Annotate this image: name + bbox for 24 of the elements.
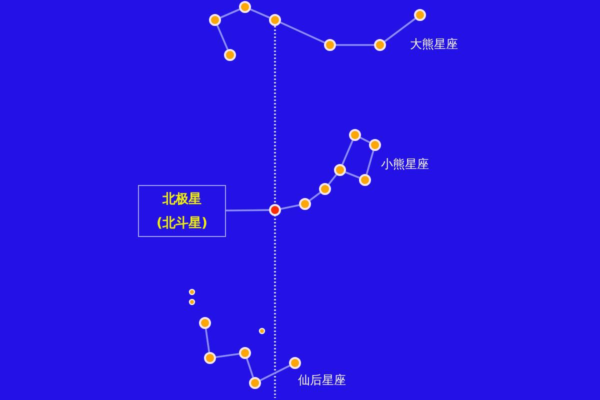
leader-line [226,209,269,212]
constellation-line [342,140,354,165]
star-name: 北极星 [162,191,202,208]
constellation-line [280,22,325,44]
constellation-line [216,352,240,358]
star-name: (北斗星) [156,215,208,232]
constellation-line [204,328,210,352]
constellation-line [360,136,370,144]
label-box [138,185,226,237]
constellation-line [280,204,300,210]
constellation-line [366,150,374,174]
constellation-line [216,25,228,50]
constellation-name: 大熊星座 [410,36,458,53]
constellation-line [220,8,240,18]
constellation-name: 仙后星座 [298,372,346,389]
constellation-name: 小熊星座 [381,156,429,173]
constellation-line [309,192,321,202]
constellation-line [384,18,416,42]
constellation-line [260,364,290,382]
constellation-line [250,8,270,18]
constellation-line [328,174,337,185]
constellation-line [246,358,254,378]
constellation-line [345,171,360,179]
constellation-line [336,44,374,46]
